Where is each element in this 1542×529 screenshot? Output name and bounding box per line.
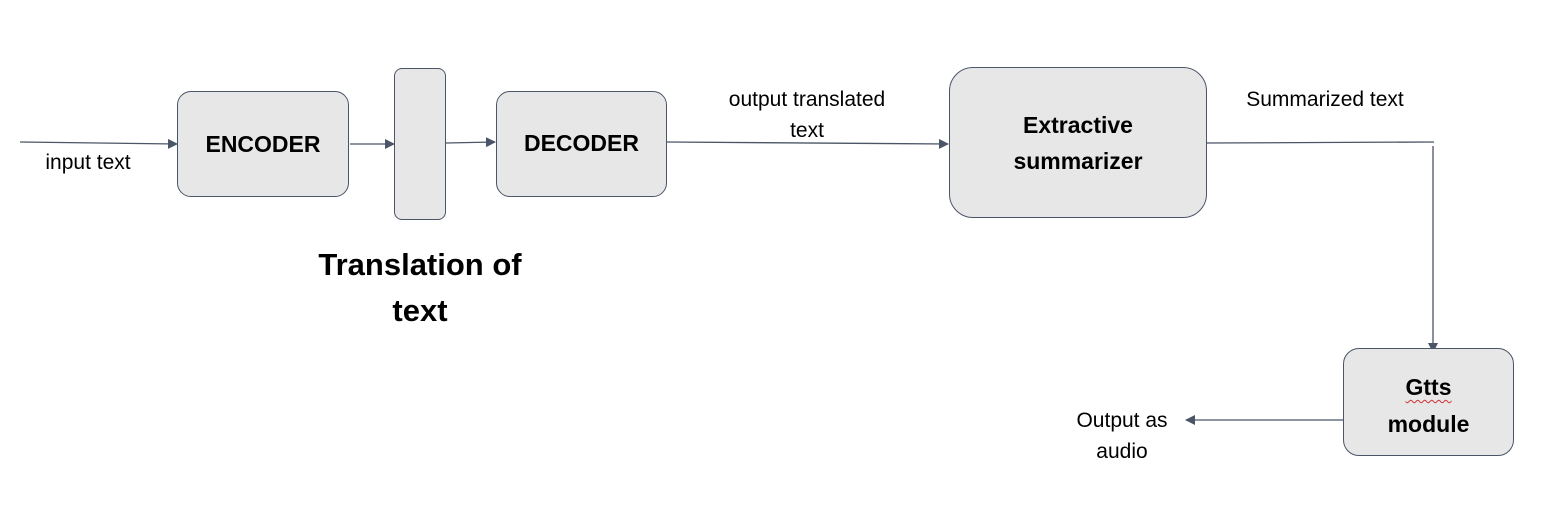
decoder-box: DECODER xyxy=(496,91,667,197)
output-audio-label: Output as audio xyxy=(1055,405,1189,467)
output-translated-label: output translated text xyxy=(700,84,914,146)
gtts-label-line1: Gtts xyxy=(1405,374,1452,400)
summarizer-label-line1: Extractive xyxy=(1023,111,1133,138)
latent-to-decoder-arrow xyxy=(445,137,496,148)
input-text-label: input text xyxy=(45,151,131,174)
output-translated-line2: text xyxy=(790,119,824,142)
translation-caption-line1: Translation of xyxy=(318,247,522,282)
output-translated-line1: output translated xyxy=(728,88,886,111)
translation-caption-line2: text xyxy=(392,293,448,328)
output-audio-line2: audio xyxy=(1096,440,1148,463)
decoder-to-summarizer-arrow xyxy=(666,138,949,149)
translation-stage-caption: Translation of text xyxy=(290,242,550,334)
latent-vector-box xyxy=(394,68,446,220)
summarized-text-label: Summarized text xyxy=(1246,88,1404,111)
input-arrow xyxy=(19,138,178,149)
summarizer-label-line2: summarizer xyxy=(1013,147,1143,174)
summarizer-output-line xyxy=(1206,141,1435,144)
encoder-box: ENCODER xyxy=(177,91,349,197)
extractive-summarizer-box: Extractive summarizer xyxy=(949,67,1207,218)
encoder-label: ENCODER xyxy=(205,130,321,157)
gtts-label-line2: module xyxy=(1387,411,1470,437)
decoder-label: DECODER xyxy=(523,129,639,156)
output-audio-line1: Output as xyxy=(1076,409,1168,432)
gtts-module-box: Gtts module xyxy=(1343,348,1514,456)
